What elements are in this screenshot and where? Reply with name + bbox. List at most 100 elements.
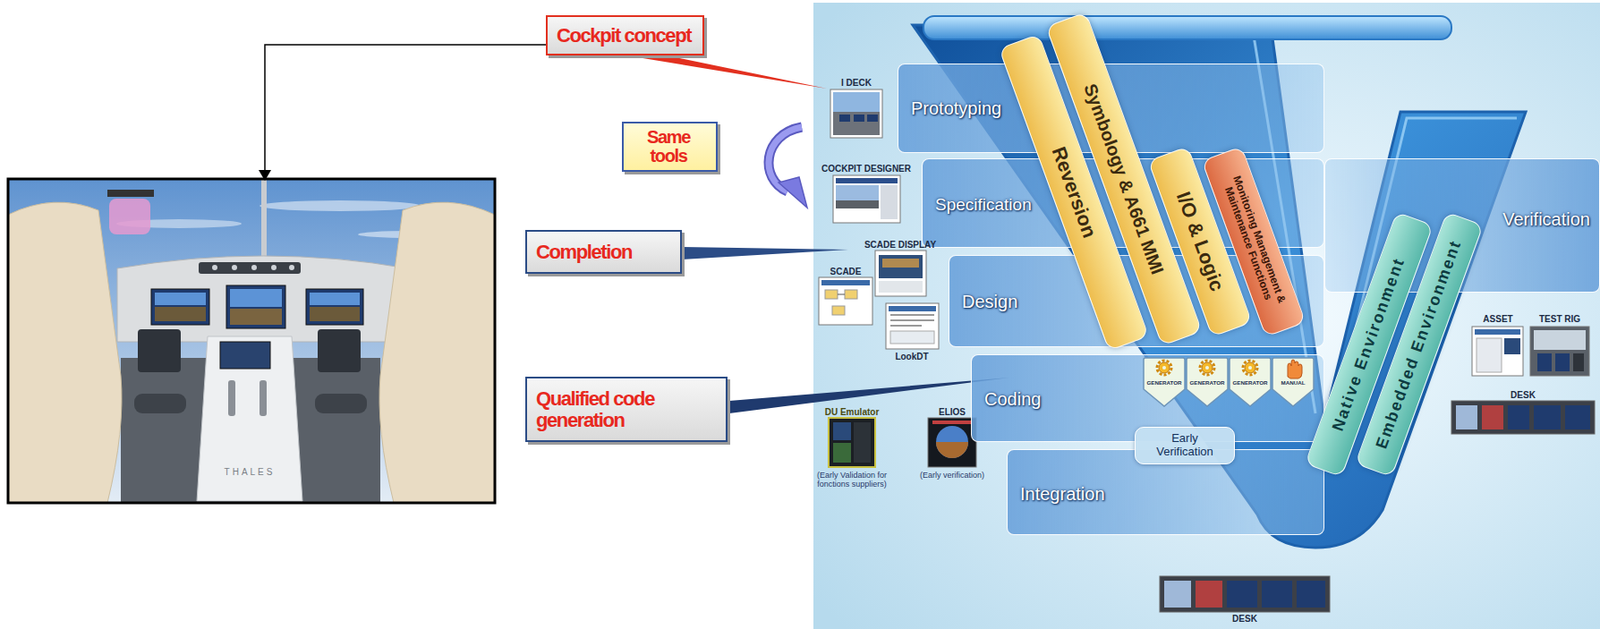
tool-label: DESK (1232, 613, 1258, 624)
cockpit-photo (109, 198, 151, 235)
callout-wedge (681, 246, 849, 260)
generator-arrow: GENERATOR (1228, 357, 1272, 408)
node-text: Qualified code generation (536, 388, 698, 430)
desk-strip (1451, 400, 1595, 435)
generator-arrow: GENERATOR (1185, 357, 1229, 408)
manual-arrow: MANUAL (1271, 357, 1315, 408)
gear-icon (1158, 362, 1170, 374)
tool-label: SCADE DISPLAY (864, 239, 937, 250)
tool-screenshot (833, 422, 852, 441)
tool-screenshot (885, 303, 939, 349)
gear-icon (1205, 365, 1209, 370)
tool-label: ELIOS (938, 407, 966, 418)
tool-screenshot (1533, 330, 1586, 350)
leader-line (264, 44, 546, 172)
tool-screenshot (890, 314, 935, 316)
cockpit-photo (154, 292, 206, 306)
cockpit-photo (117, 255, 409, 342)
tool-screenshot (890, 331, 935, 344)
arrow-outline (1229, 357, 1271, 407)
cockpit-photo (289, 264, 295, 271)
cockpit-photo (8, 202, 122, 503)
tool-screenshot (832, 306, 845, 315)
v-ribbon (923, 16, 1452, 40)
tool-screenshot (835, 200, 879, 209)
tool-label: DESK (1510, 390, 1536, 400)
tool-screenshot (828, 417, 876, 468)
cockpit-photo (251, 264, 257, 271)
phase-name: Prototyping (910, 98, 1002, 120)
tool-screenshot (1537, 353, 1552, 372)
tool-screenshot (853, 114, 865, 122)
cockpit-photo (107, 189, 154, 197)
tool-label: COCKPIT DESIGNER (821, 163, 911, 174)
callout-box: Completion (525, 229, 682, 274)
tool-label: (Early verification) (919, 470, 985, 480)
tool-screenshot (1555, 353, 1570, 372)
gear-icon (1200, 360, 1215, 375)
tool-screenshot (1472, 326, 1524, 376)
tool-screenshot (867, 114, 878, 122)
arrow-text: MANUAL (1271, 379, 1315, 386)
arrow-outline (1186, 357, 1228, 407)
gear-icon (1157, 360, 1172, 375)
desk-strip (1159, 576, 1330, 613)
tool-screenshot (1504, 338, 1521, 355)
gear-icon (1244, 362, 1256, 374)
tool-screenshot (833, 175, 901, 223)
node-text: Early Verification (1144, 432, 1226, 460)
tool-label: I DECK (841, 77, 872, 88)
tool-screenshot (1530, 326, 1590, 376)
desk-strip (1195, 580, 1223, 608)
tool-screenshot (936, 442, 969, 459)
cockpit-photo (220, 341, 271, 369)
node-text: Same tools (632, 127, 705, 166)
tool-screenshot (844, 289, 858, 299)
tool-label: SCADE (829, 266, 861, 277)
curved-arrow (778, 177, 808, 208)
tool-screenshot (1474, 329, 1521, 335)
cockpit-photo (306, 289, 364, 325)
tool-screenshot (835, 185, 879, 209)
tool-screenshot (833, 442, 852, 463)
gear-icon (1242, 360, 1258, 375)
logo-text: THALES (224, 467, 276, 477)
desk-strip (1164, 580, 1192, 608)
phase-name: Design (961, 291, 1018, 313)
tool-screenshot (932, 420, 972, 425)
phase-name: Coding (984, 389, 1041, 410)
gear-icon (1248, 365, 1252, 370)
tool-screenshot (888, 306, 937, 312)
tool-screenshot (890, 324, 922, 327)
callout-wedge (626, 55, 827, 89)
desk-strip (1296, 580, 1326, 608)
cockpit-photo (228, 380, 236, 417)
arrow-text: GENERATOR (1228, 379, 1272, 386)
v-cycle-panel (813, 2, 1600, 629)
callout-box: Cockpit concept (545, 15, 705, 56)
tool-screenshot (875, 250, 927, 297)
tool-screenshot (821, 280, 870, 286)
desk-strip (1226, 580, 1258, 608)
node-text: Cockpit concept (556, 25, 694, 46)
leader-line (258, 44, 546, 181)
cockpit-photo (229, 289, 282, 307)
desk-strip (1455, 405, 1478, 430)
cockpit-photo (154, 306, 206, 322)
cockpit-photo (8, 178, 495, 503)
verification-tab: Early Verification (1134, 426, 1235, 465)
hand-icon (1287, 359, 1303, 379)
desk-strip (1481, 405, 1504, 430)
phase-name: Integration (1020, 484, 1106, 505)
tool-screenshot (833, 92, 880, 112)
tool-screenshot (936, 425, 969, 459)
cockpit-photo (271, 264, 277, 271)
cockpit-photo (231, 264, 238, 271)
node-text: Completion (536, 241, 672, 263)
cockpit-photo (261, 178, 267, 264)
cockpit-photo (8, 178, 495, 503)
cockpit-photo (259, 200, 421, 212)
phase-name: Verification (1502, 209, 1591, 230)
tool-label: ASSET (1482, 314, 1513, 324)
cockpit-photo (196, 336, 303, 502)
